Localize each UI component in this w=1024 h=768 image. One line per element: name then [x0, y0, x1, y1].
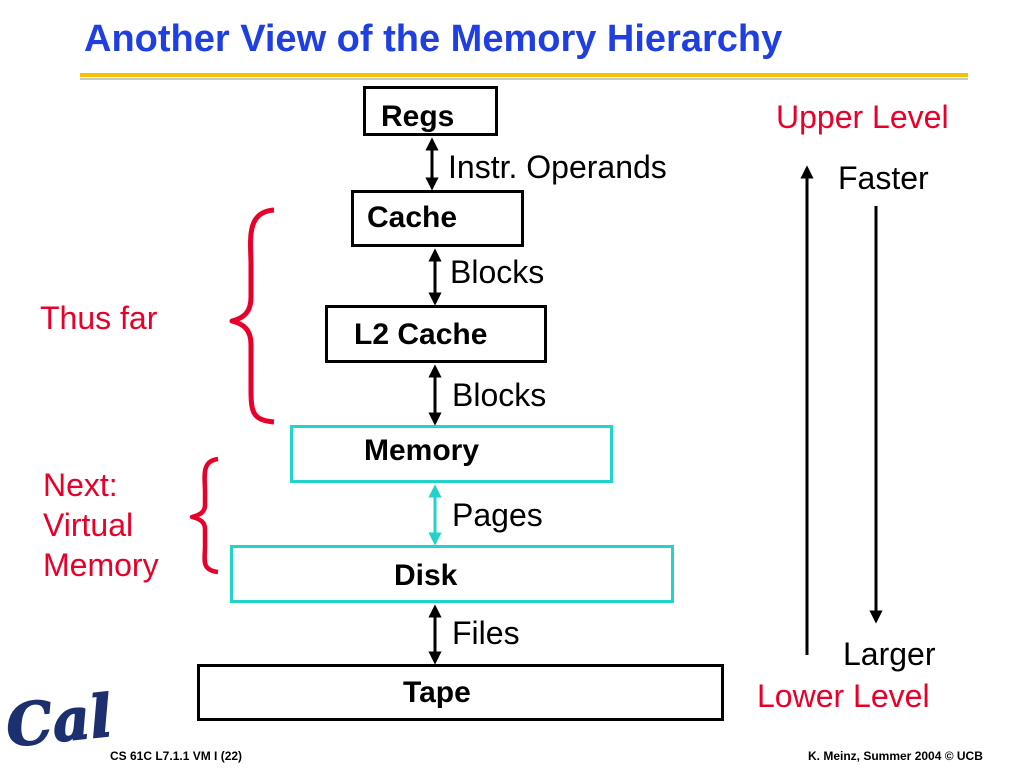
- title-underline-shadow: [80, 78, 968, 80]
- transfer-label-blocks-1: Blocks: [450, 254, 545, 290]
- level-memory-label: Memory: [364, 434, 480, 467]
- thus-far-label: Thus far: [40, 300, 158, 336]
- next-line-3: Memory: [43, 547, 159, 583]
- slide-title: Another View of the Memory Hierarchy: [84, 18, 783, 60]
- level-tape-label: Tape: [403, 676, 471, 709]
- footer-copyright: K. Meinz, Summer 2004 © UCB: [808, 749, 983, 763]
- transfer-label-instr-operands: Instr. Operands: [448, 149, 667, 185]
- level-l2-cache: L2 Cache: [325, 305, 547, 363]
- upper-level-label: Upper Level: [776, 99, 949, 135]
- larger-label: Larger: [843, 636, 936, 672]
- brace-next-virtual-memory: [189, 456, 219, 575]
- level-regs-label: Regs: [381, 100, 455, 133]
- brace-thus-far: [229, 207, 275, 425]
- transfer-label-blocks-2: Blocks: [452, 377, 547, 413]
- next-line-2: Virtual: [43, 507, 134, 543]
- next-line-1: Next:: [43, 467, 118, 503]
- level-memory: Memory: [290, 425, 613, 483]
- level-cache: Cache: [351, 190, 524, 247]
- level-disk-label: Disk: [394, 559, 458, 592]
- level-regs: Regs: [363, 86, 498, 136]
- faster-label: Faster: [838, 160, 929, 196]
- transfer-label-pages: Pages: [452, 497, 543, 533]
- lower-level-label: Lower Level: [757, 678, 930, 714]
- title-underline-gold: [80, 73, 968, 77]
- next-virtual-memory-label: Next: Virtual Memory: [43, 465, 159, 585]
- level-cache-label: Cache: [367, 201, 458, 234]
- transfer-label-files: Files: [452, 615, 520, 651]
- level-tape: Tape: [197, 664, 724, 721]
- level-l2-cache-label: L2 Cache: [354, 318, 488, 351]
- svg-text:Cal: Cal: [3, 682, 115, 761]
- level-disk: Disk: [230, 545, 674, 603]
- cal-logo: Cal: [2, 681, 116, 761]
- footer-course-info: CS 61C L7.1.1 VM I (22): [110, 749, 243, 763]
